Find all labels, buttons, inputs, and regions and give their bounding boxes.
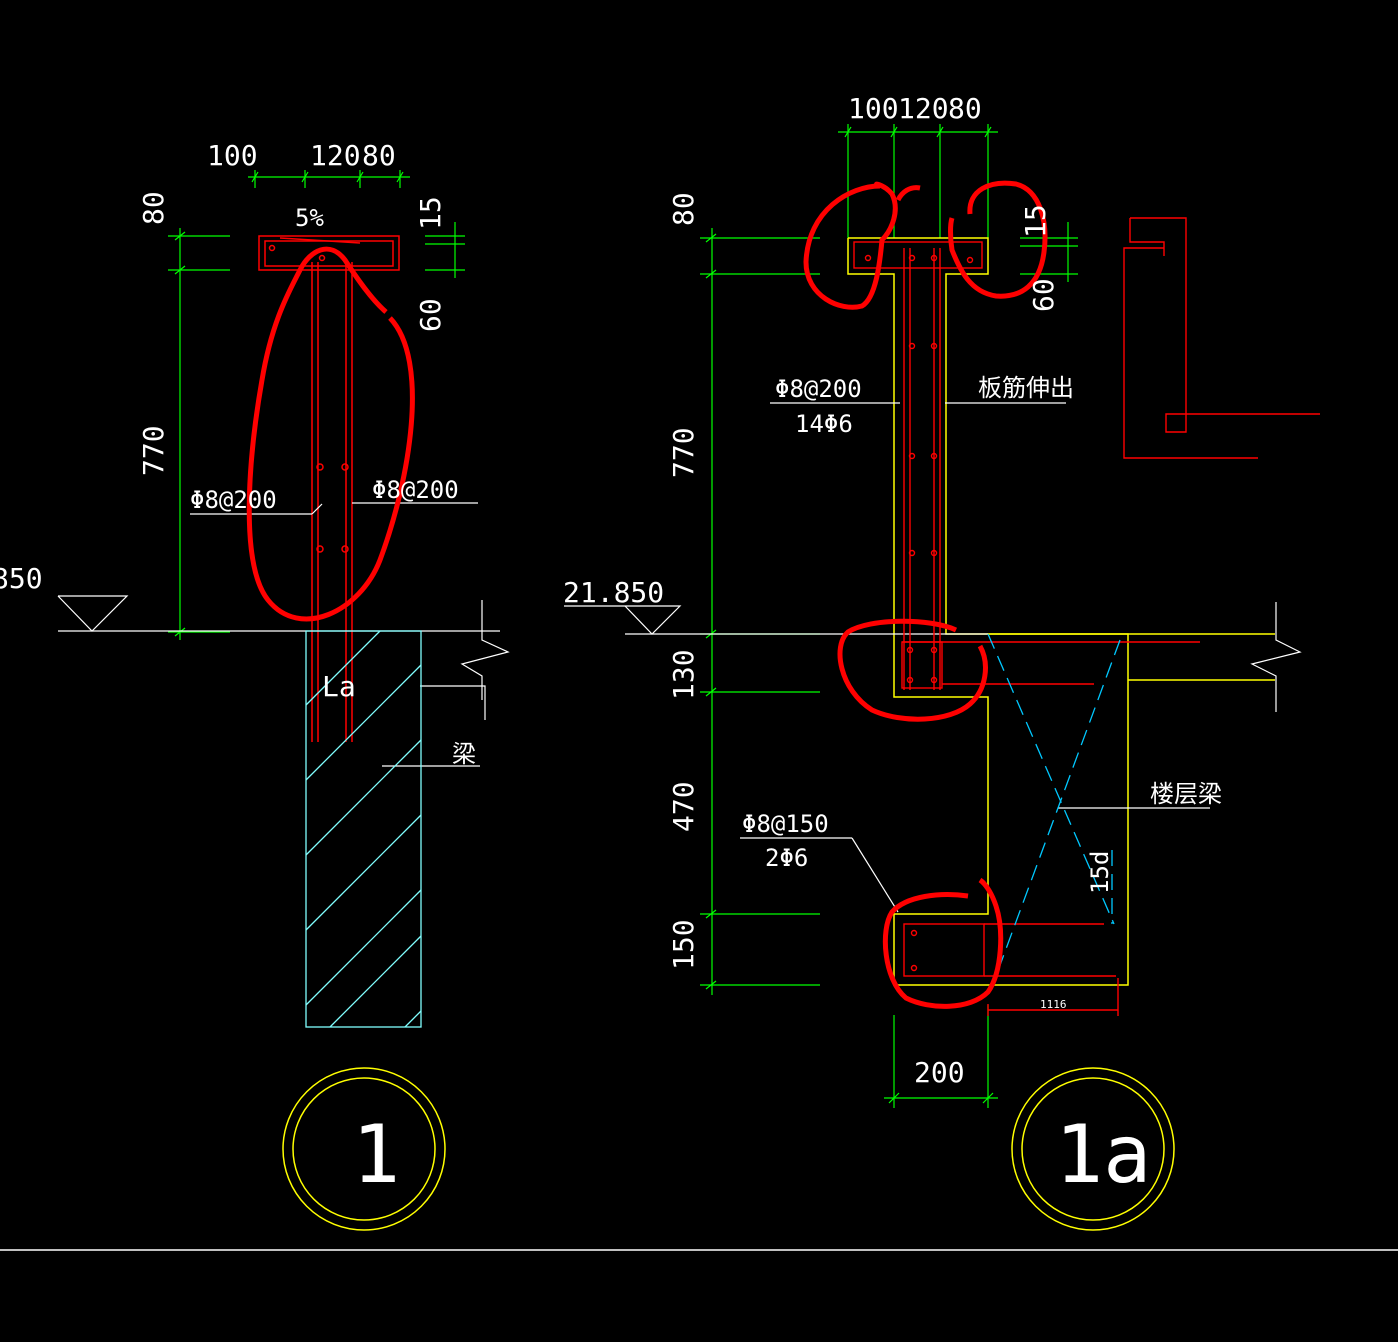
detail-1-dimension-lines xyxy=(168,170,465,640)
d1-dim-right-15: 15 xyxy=(414,196,447,230)
d1a-elevation: 21.850 xyxy=(563,576,664,609)
d1-rebar-right: Φ8@200 xyxy=(372,476,459,504)
d1a-slab-bars-note: 板筋伸出 xyxy=(978,374,1074,402)
d1-dim-top-100: 100 xyxy=(207,139,258,172)
detail-1-beam-section xyxy=(305,630,422,1028)
detail-1-leaders xyxy=(57,502,510,767)
d1a-width-bottom: 200 xyxy=(914,1056,965,1089)
d1a-dim-top-120: 120 xyxy=(898,92,949,125)
detail-1a-concrete-outline xyxy=(847,237,1275,986)
d1a-long-bars-main: 14Φ6 xyxy=(795,410,853,438)
markup-circle-2 xyxy=(803,181,898,310)
d1a-dim-left-770: 770 xyxy=(667,427,700,478)
detail-1a-beam-diagonals xyxy=(987,633,1121,977)
d1a-dim-left-80: 80 xyxy=(667,192,700,226)
detail-1-labels: 100 120 80 5% 80 770 15 60 850 Φ8@200 Φ8… xyxy=(0,139,476,768)
detail-1a-tag xyxy=(1011,1067,1175,1231)
detail-1a-markups xyxy=(803,180,1048,1009)
detail-1-tag xyxy=(282,1067,446,1231)
d1a-stirrup-main: Φ8@200 xyxy=(775,375,862,403)
detail-1a xyxy=(564,124,1320,1108)
d1a-hook: 15d xyxy=(1086,851,1114,894)
d1a-dim-top-80: 80 xyxy=(948,92,982,125)
markup-circle-1 xyxy=(246,246,415,622)
d1a-floor-beam: 楼层梁 xyxy=(1150,780,1222,808)
d1a-dim-left-130: 130 xyxy=(667,649,700,700)
d1-anchor: La xyxy=(322,670,356,703)
d1a-long-bars-lower: 2Φ6 xyxy=(765,844,808,872)
d1-dim-left-80: 80 xyxy=(137,191,170,225)
d1a-stirrup-lower: Φ8@150 xyxy=(742,810,829,838)
d1-dim-right-60: 60 xyxy=(414,298,447,332)
d1a-dim-top-100: 100 xyxy=(848,92,899,125)
d1a-dim-right-60: 60 xyxy=(1027,278,1060,312)
detail-1a-tag-label: 1a xyxy=(1055,1108,1151,1201)
d1a-dim-left-470: 470 xyxy=(667,781,700,832)
d1-slope: 5% xyxy=(295,204,324,232)
markup-circle-4 xyxy=(837,618,988,722)
markup-circle-5 xyxy=(882,877,1004,1009)
detail-1-tag-label: 1 xyxy=(352,1108,400,1201)
detail-1a-leaders xyxy=(564,402,1302,913)
d1-elevation: 850 xyxy=(0,562,43,595)
d1a-dim-right-15: 15 xyxy=(1019,204,1052,238)
d1-dim-top-80: 80 xyxy=(362,139,396,172)
d1a-dim-left-150: 150 xyxy=(667,919,700,970)
d1-dim-top-120: 120 xyxy=(310,139,361,172)
d1-beam-label: 梁 xyxy=(452,740,476,768)
detail-1 xyxy=(57,170,510,1028)
detail-1a-labels: 100 120 80 80 770 130 470 150 15 60 21.8… xyxy=(563,92,1222,1089)
detail-1a-rebar xyxy=(853,217,1320,1016)
d1-rebar-left: Φ8@200 xyxy=(190,486,277,514)
markup-circle-2-tail xyxy=(895,185,921,202)
detail-1-coping-rebar xyxy=(258,235,400,742)
markup-circle-3 xyxy=(948,180,1048,299)
d1a-small-dim: 1116 xyxy=(1040,998,1067,1011)
d1-dim-left-770: 770 xyxy=(137,425,170,476)
